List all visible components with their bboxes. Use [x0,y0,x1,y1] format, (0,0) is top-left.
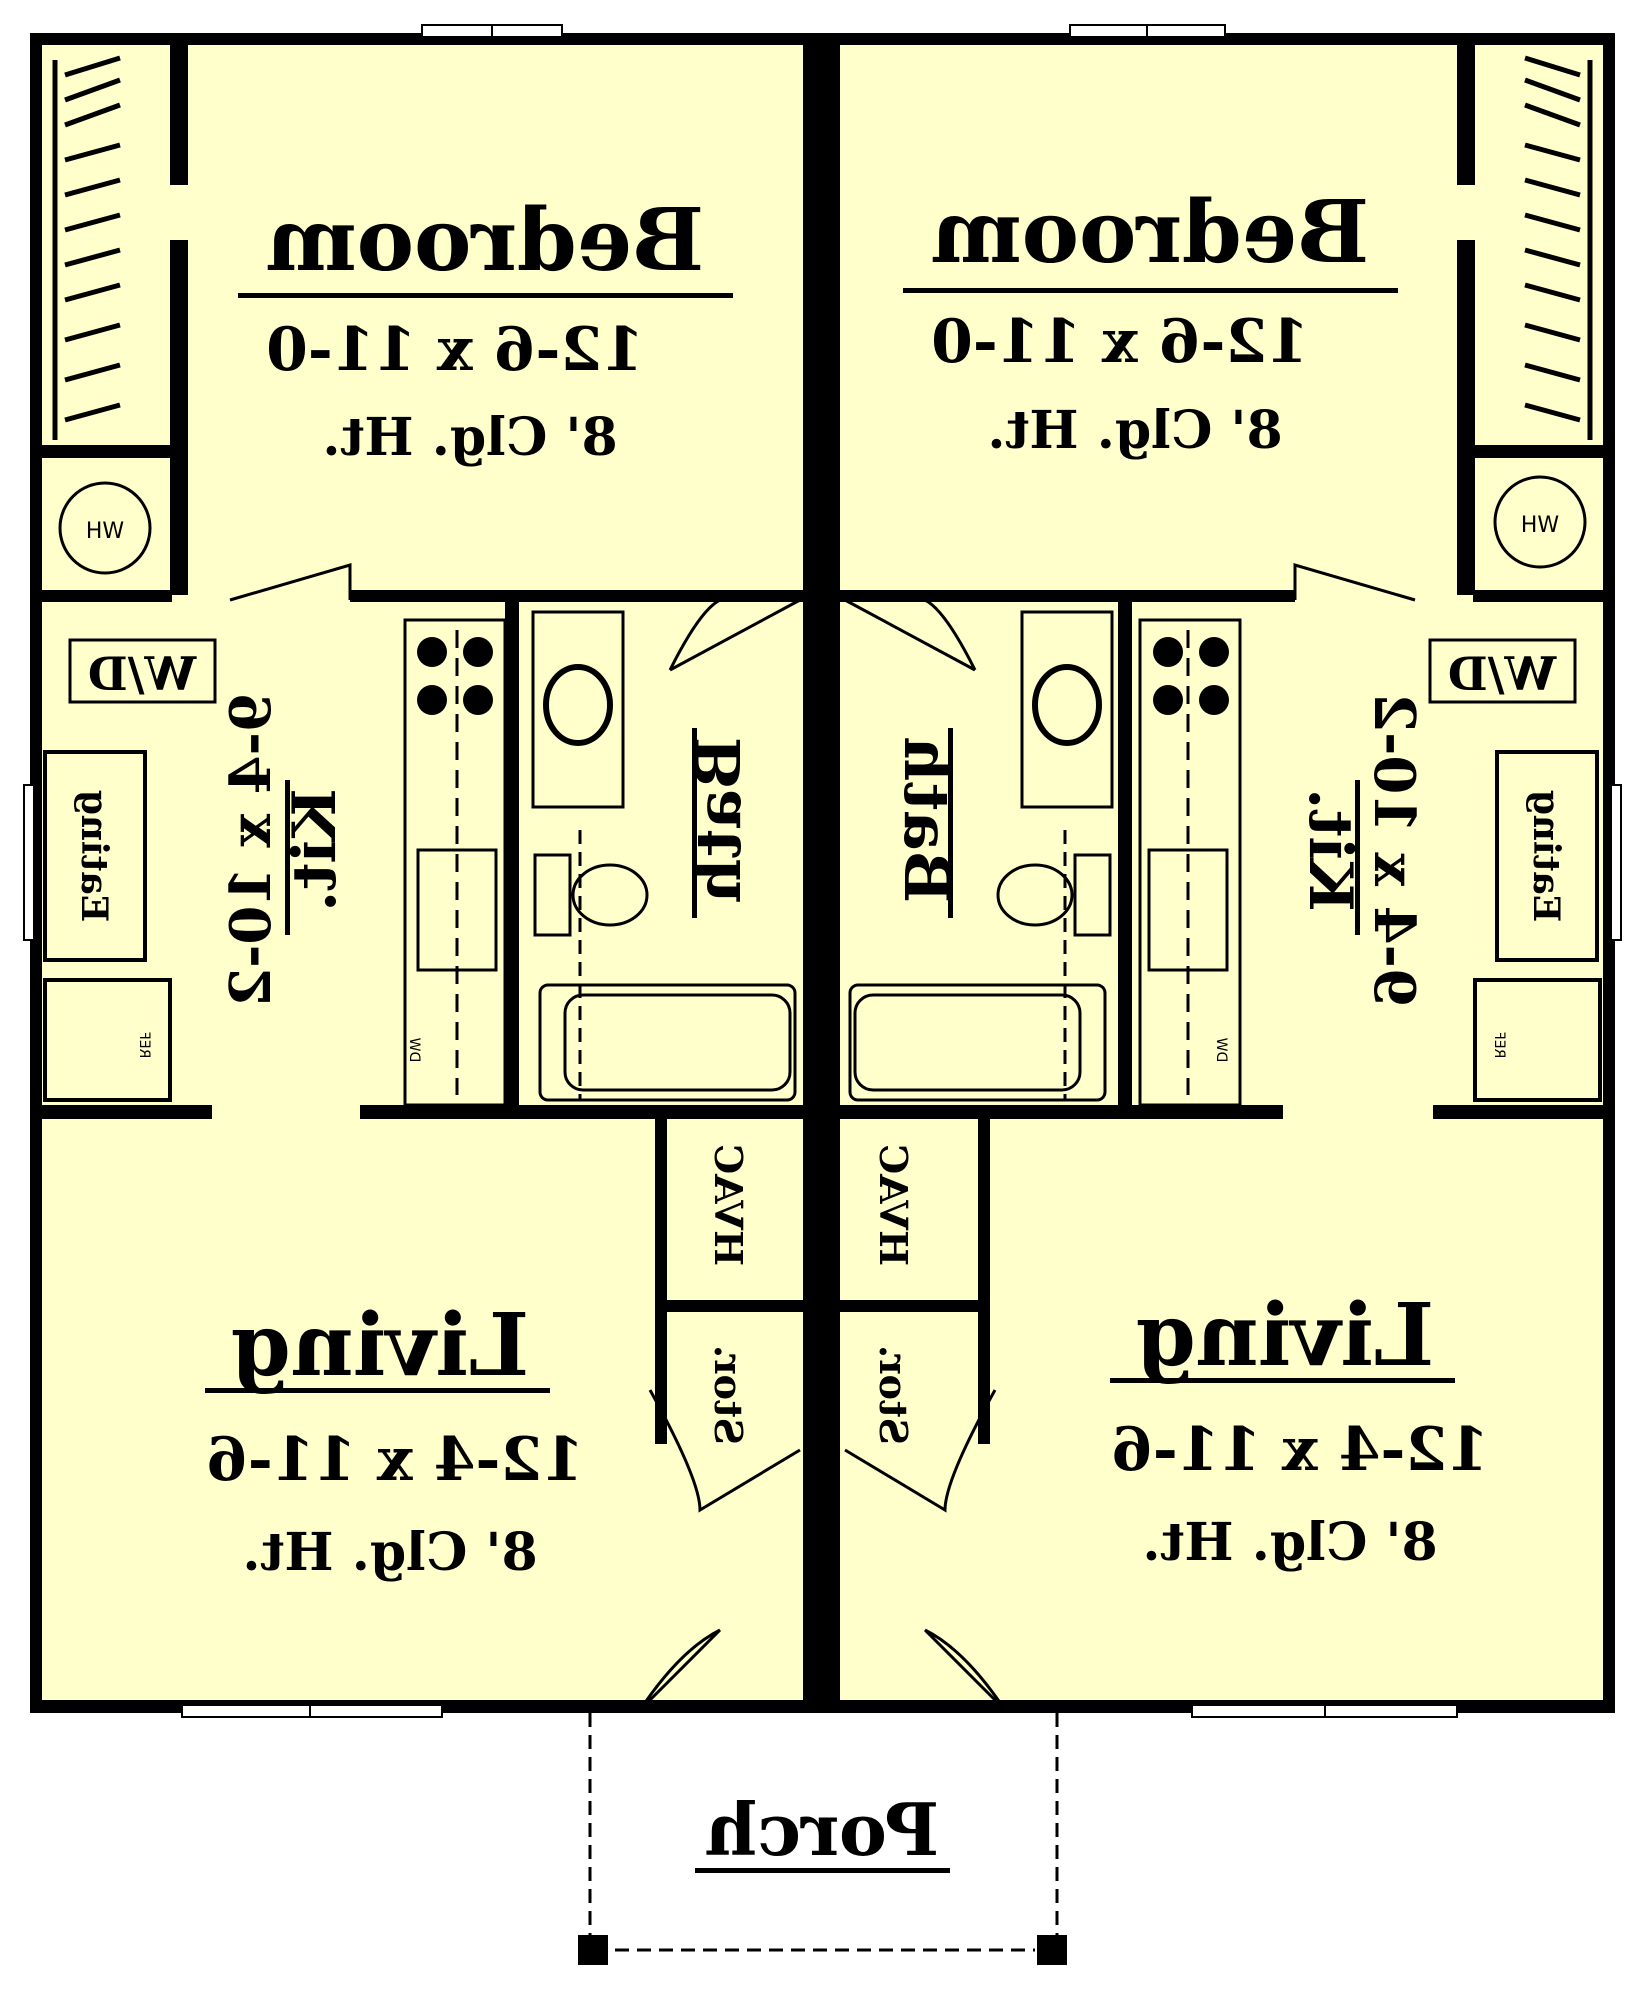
right-living-name: Living [1136,1285,1434,1386]
left-bedroom-ceiling: 8' Clg. Ht. [322,407,617,468]
left-kit-underline [285,780,290,935]
right-eating-label: Eating [1525,790,1567,922]
right-refrigerator [1473,978,1602,1102]
right-bedroom-ceiling: 8' Clg. Ht. [987,400,1282,461]
left-washer-dryer [68,638,217,704]
right-kit-underline [1355,780,1360,935]
porch-label: Porch [705,1787,939,1872]
right-bedroom-underline [903,288,1398,293]
right-living-ceiling: 8' Clg. Ht. [1142,1512,1437,1573]
right-interior-walls [840,45,1603,1444]
right-living-underline [1110,1378,1455,1383]
porch-posts [578,1935,1067,1965]
right-closet-shelving [1524,55,1593,440]
porch-floor [580,1713,1067,1968]
right-bath-underline [948,728,953,918]
left-kit-name: Kit. [280,788,350,912]
left-kitchen-counter [403,618,507,1107]
door-swings [229,563,1416,1712]
right-ref-label: REF [1491,1032,1507,1059]
windows [23,24,1622,1718]
left-eating-nook [43,750,147,962]
left-wd-label: W/D [88,647,197,701]
right-bedroom-size: 12-6 x 11-0 [931,307,1309,377]
left-bath-underline [692,728,697,918]
left-interior-walls [42,45,803,1444]
left-wh-label: WH [86,519,124,544]
right-water-heater [1493,475,1587,569]
left-living-size: 12-4 x 11-6 [206,1425,584,1495]
left-ref-label: REF [136,1032,152,1059]
left-living-ceiling: 8' Clg. Ht. [242,1522,537,1583]
porch-underline [695,1868,950,1873]
left-bedroom-name: Bedroom [266,190,705,291]
left-eating-label: Eating [73,790,115,922]
left-hvac-label: HVAC [706,1144,751,1266]
right-washer-dryer [1428,638,1577,704]
left-stor-label: Stor. [706,1345,751,1445]
left-living-underline [205,1388,550,1393]
right-hvac-label: HVAC [871,1144,916,1266]
left-bath-fixtures [531,610,797,1102]
left-dw-label: DW [406,1038,422,1063]
porch-outline [588,1713,1059,1952]
left-kit-size: 9-4 x 10-2 [218,693,284,1007]
left-living-name: Living [231,1295,529,1396]
right-stove-burners [1153,637,1229,715]
right-kit-size: 9-4 x 10-2 [1361,693,1427,1007]
left-closet-shelving [52,55,121,440]
exterior-walls [30,33,1615,1713]
right-eating-nook [1495,750,1599,962]
right-wh-label: WH [1521,513,1559,538]
right-wd-label: W/D [1448,647,1557,701]
left-refrigerator [43,978,172,1102]
left-water-heater [58,481,152,575]
right-dw-label: DW [1213,1038,1229,1063]
right-kit-name: Kit. [1295,788,1365,912]
left-bedroom-underline [238,293,733,298]
right-kitchen-counter [1138,618,1242,1107]
right-bedroom-name: Bedroom [931,182,1370,283]
right-stor-label: Stor. [871,1345,916,1445]
right-living-size: 12-4 x 11-6 [1111,1415,1489,1485]
left-stove-burners [417,637,493,715]
right-bath-fixtures [848,610,1114,1102]
left-bedroom-size: 12-6 x 11-0 [266,315,644,385]
